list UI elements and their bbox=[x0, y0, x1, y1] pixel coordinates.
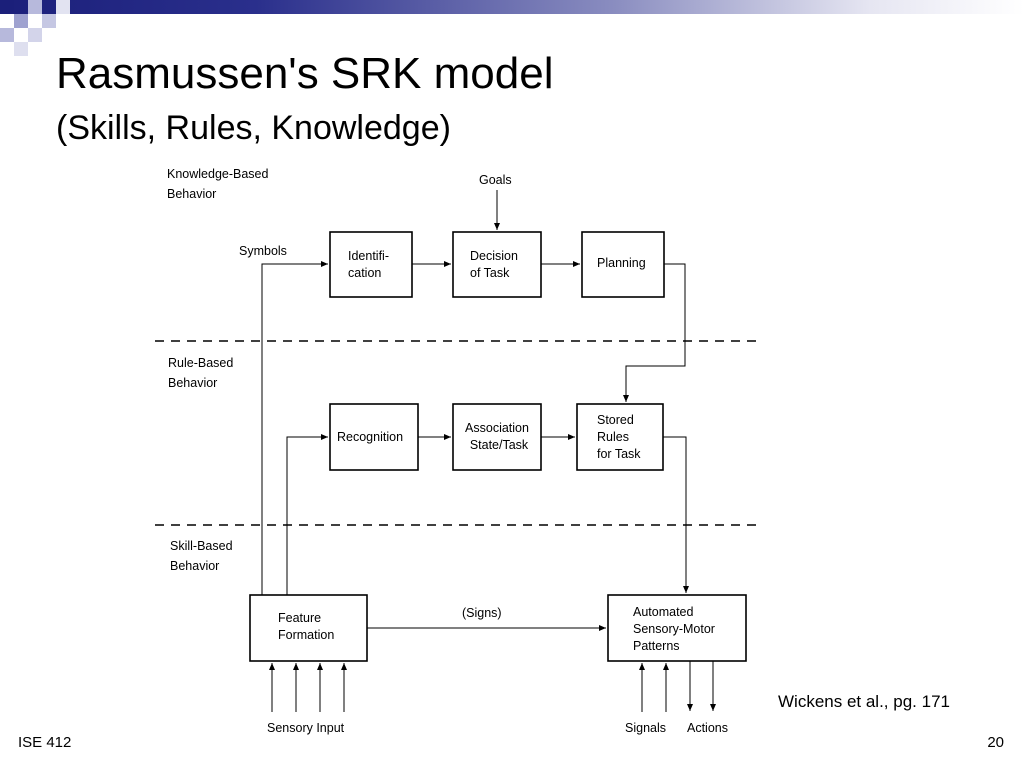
page-number: 20 bbox=[987, 734, 1004, 751]
box-association bbox=[452, 403, 542, 471]
citation: Wickens et al., pg. 171 bbox=[778, 692, 950, 711]
box-label: Association bbox=[465, 421, 529, 435]
actions-label: Actions bbox=[687, 721, 728, 735]
box-label: cation bbox=[348, 266, 381, 280]
box-label: Rules bbox=[597, 430, 629, 444]
level-label-skill: Behavior bbox=[170, 559, 219, 573]
level-label-rule: Behavior bbox=[168, 376, 217, 390]
box-identification bbox=[329, 231, 413, 298]
decorative-square bbox=[14, 42, 28, 56]
decorative-square bbox=[42, 14, 56, 28]
planning-to-rules-arrow bbox=[623, 263, 686, 402]
title-gradient-bar bbox=[0, 0, 1024, 14]
decorative-square bbox=[28, 28, 42, 42]
box-label: State/Task bbox=[470, 438, 529, 452]
box-label: Decision bbox=[470, 249, 518, 263]
box-label: Automated bbox=[633, 605, 694, 619]
box-label: Patterns bbox=[633, 639, 680, 653]
decorative-square bbox=[0, 0, 14, 14]
level-label-knowledge: Knowledge-Based bbox=[167, 167, 269, 181]
level-label-rule: Rule-Based bbox=[168, 356, 233, 370]
level-label-knowledge: Behavior bbox=[167, 187, 216, 201]
box-label: Formation bbox=[278, 628, 334, 642]
box-stored-rules bbox=[576, 403, 664, 471]
box-decision bbox=[452, 231, 542, 298]
course-code: ISE 412 bbox=[18, 734, 72, 751]
goals-label: Goals bbox=[479, 173, 512, 187]
box-label: Stored bbox=[597, 413, 634, 427]
symbols-arrow bbox=[261, 261, 328, 595]
level-label-skill: Skill-Based bbox=[170, 539, 233, 553]
box-automated bbox=[607, 594, 747, 662]
box-label: Identifi- bbox=[348, 249, 389, 263]
box-label: Recognition bbox=[337, 430, 403, 444]
box-planning bbox=[581, 231, 665, 298]
sensory-input-label: Sensory Input bbox=[267, 721, 345, 735]
box-label: Feature bbox=[278, 611, 321, 625]
slide-subtitle: (Skills, Rules, Knowledge) bbox=[56, 109, 451, 147]
decorative-square bbox=[56, 0, 70, 14]
box-label: for Task bbox=[597, 447, 641, 461]
box-label: Sensory-Motor bbox=[633, 622, 715, 636]
decorative-square bbox=[0, 28, 14, 42]
decorative-square bbox=[28, 0, 42, 14]
recognition-arrow bbox=[286, 434, 328, 595]
rules-to-automated-arrow bbox=[663, 436, 689, 593]
signs-label: (Signs) bbox=[462, 606, 502, 620]
box-label: Planning bbox=[597, 256, 646, 270]
symbols-label: Symbols bbox=[239, 244, 287, 258]
decorative-square bbox=[14, 14, 28, 28]
signals-label: Signals bbox=[625, 721, 666, 735]
box-label: of Task bbox=[470, 266, 510, 280]
slide-title: Rasmussen's SRK model bbox=[56, 49, 554, 98]
